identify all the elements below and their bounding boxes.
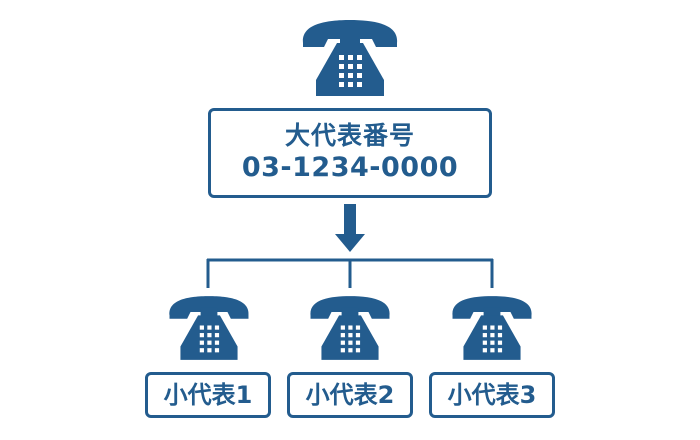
main-phone-number: 03-1234-0000 xyxy=(241,152,459,183)
extension-2-telephone-icon xyxy=(308,292,392,364)
extension-label-2: 小代表2 xyxy=(305,381,395,409)
main-title: 大代表番号 xyxy=(284,121,415,150)
extension-box-1: 小代表1 xyxy=(145,372,271,418)
extension-box-2: 小代表2 xyxy=(287,372,413,418)
extension-3-telephone-icon xyxy=(450,292,534,364)
extension-1-telephone-icon xyxy=(167,292,251,364)
main-number-box: 大代表番号 03-1234-0000 xyxy=(208,108,492,198)
extension-label-3: 小代表3 xyxy=(447,381,537,409)
extension-box-3: 小代表3 xyxy=(429,372,555,418)
extension-label-1: 小代表1 xyxy=(163,381,253,409)
arrow-down-icon xyxy=(335,204,365,252)
